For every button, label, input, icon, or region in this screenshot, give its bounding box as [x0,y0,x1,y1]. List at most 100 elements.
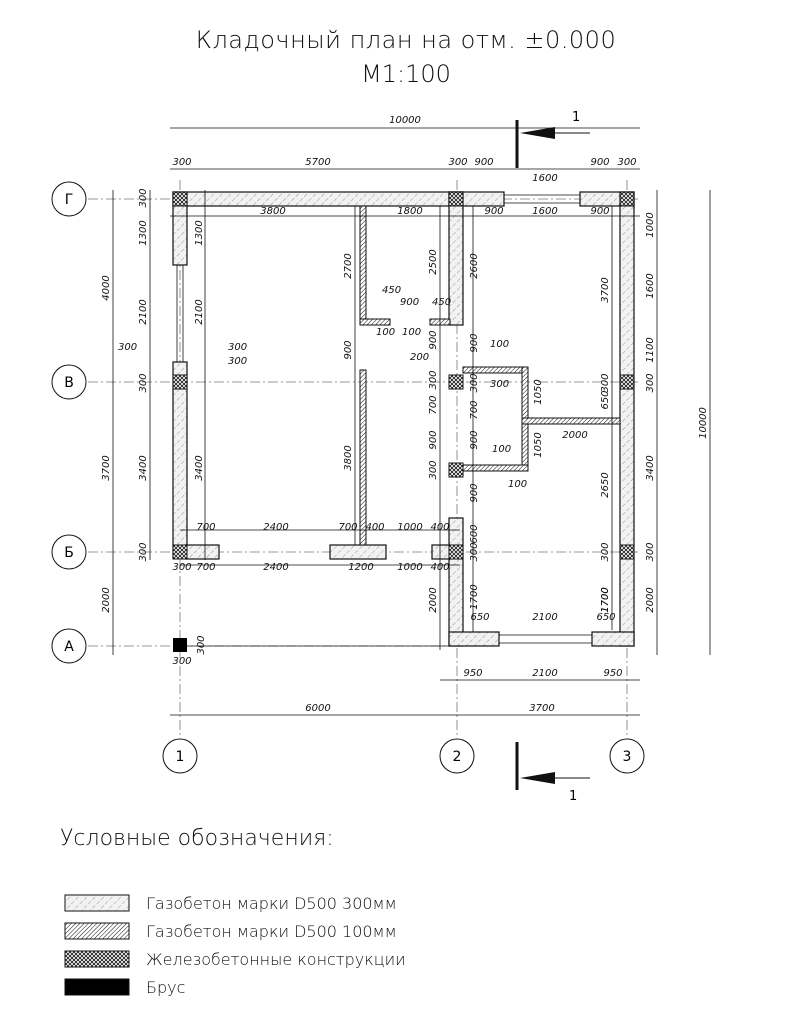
dim-label: 300 [600,542,611,561]
dim-label: 2000 [428,587,439,612]
hatch-dense-swatch [64,922,130,940]
dim-label: 1700 [600,587,611,612]
dim-label: 300 [617,157,636,168]
dim-label: 300 [172,562,191,573]
dim-label: 1300 [194,220,205,245]
axis-label-g: Г [65,192,74,208]
dim-label: 450 [382,285,401,296]
dim-label: 950 [463,668,482,679]
dim-label: 700 [196,562,215,573]
dim-label: 3400 [138,455,149,480]
legend-item-aerated-100: Газобетон марки D500 100мм [64,921,397,941]
legend-label: Газобетон марки D500 300мм [146,893,397,913]
dim-label: 900 [428,330,439,349]
solid-swatch [64,978,130,996]
dim-label: 300 [196,635,207,654]
dim-label: 2500 [428,249,439,274]
dim-label: 2000 [101,587,112,612]
dim-label: 3700 [101,455,112,480]
dim-label: 300 [428,460,439,479]
dim-label: 700 [469,400,480,419]
dim-label: 2000 [645,587,656,612]
dim-label: 300 [138,373,149,392]
dim-label: 300 [172,157,191,168]
hatch-light-swatch [64,894,130,912]
dim-label: 300 [448,157,467,168]
dim-label: 700 [338,522,357,533]
dim-label: 300 [469,542,480,561]
dim-right-total: 10000 [698,407,709,439]
dim-label: 1700 [600,587,611,612]
dim-label: 1300 [138,220,149,245]
dim-label: 300 [118,342,137,353]
dim-label: 900 [590,206,609,217]
dim-label: 2100 [532,668,557,679]
dim-label: 300 [138,188,149,207]
dim-label: 1700 [469,584,480,609]
dim-bottom-right: 3700 [529,703,554,714]
dim-label: 3400 [194,455,205,480]
dim-label: 900 [400,297,419,308]
dim-bottom-left: 6000 [305,703,330,714]
plan-scale: М1:100 [361,60,451,88]
dim-label: 2700 [343,253,354,278]
axis-label-3: 3 [623,749,632,765]
dim-label: 1600 [532,206,557,217]
dim-label: 100 [508,479,527,490]
dim-label: 900 [474,157,493,168]
dim-label: 650 [596,612,615,623]
dim-label: 2400 [263,562,288,573]
dim-label: 100 [402,327,421,338]
dim-label: 1000 [645,212,656,237]
legend-title: Условные обозначения: [60,826,334,851]
dim-label: 2100 [194,299,205,324]
dim-label: 1200 [348,562,373,573]
plan-title: Кладочный план на отм. ±0.000 [195,26,617,54]
reinforced-concrete [172,191,635,560]
dim-label: 3800 [260,206,285,217]
dim-top-total: 10000 [389,115,421,126]
section-label-top: 1 [572,110,580,125]
dim-label: 900 [590,157,609,168]
dim-label: 1600 [532,173,557,184]
dim-label: 300 [228,342,247,353]
section-mark-bottom [515,742,590,790]
dim-label: 100 [376,327,395,338]
legend-label: Газобетон марки D500 100мм [146,921,397,941]
axis-label-v: В [64,375,74,391]
walls-aerated-100 [359,205,621,546]
dim-label: 1000 [397,562,422,573]
dim-label: 3400 [645,455,656,480]
dim-label: 650 [470,612,489,623]
dimension-labels: 10000 300 5700 300 900 1600 900 300 3800… [101,115,709,714]
axis-label-1: 1 [176,749,185,765]
dim-label: 700 [428,395,439,414]
dim-label: 1050 [533,432,544,457]
dim-label: 400 [430,562,449,573]
dim-label: 300 [428,370,439,389]
dim-label: 900 [469,430,480,449]
legend-item-aerated-300: Газобетон марки D500 300мм [64,893,397,913]
dim-label: 1800 [397,206,422,217]
dim-label: 300 [469,373,480,392]
legend-item-concrete: Железобетонные конструкции [64,949,406,969]
dim-label: 900 [343,340,354,359]
floor-plan-drawing: 1 1 Г В Б А 1 2 3 10000 300 5700 300 900… [51,110,711,800]
window-lines [176,194,592,647]
dim-label: 300 [645,542,656,561]
dim-label: 2400 [263,522,288,533]
dim-label: 4000 [101,275,112,300]
dim-label: 3700 [600,277,611,302]
dim-label: 900 [469,483,480,502]
dimension-lines [112,127,711,716]
dim-label: 2600 [469,253,480,278]
dim-label: 100 [492,444,511,455]
dim-label: 200 [410,352,429,363]
dim-label: 900 [469,333,480,352]
dim-label: 1000 [397,522,422,533]
section-mark-top [515,120,590,168]
legend-label: Брус [146,977,186,997]
dim-label: 2100 [532,612,557,623]
legend-label: Железобетонные конструкции [146,949,406,969]
dim-label: 2650 [600,472,611,497]
